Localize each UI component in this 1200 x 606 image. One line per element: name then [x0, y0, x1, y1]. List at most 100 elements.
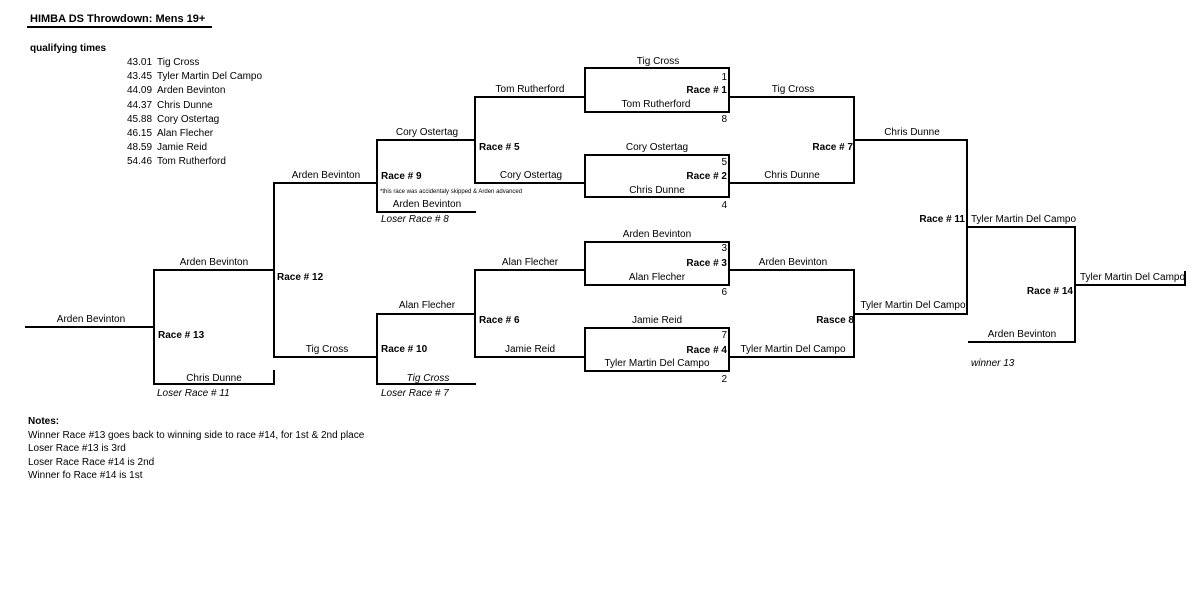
race4-bottom-line	[584, 370, 730, 372]
race12-bottom-name: Tig Cross	[305, 344, 349, 355]
page-title: HIMBA DS Throwdown: Mens 19+	[30, 13, 206, 25]
race12-out-line	[153, 269, 275, 271]
race1-seed-bottom: 8	[721, 114, 727, 125]
race10-label: Race # 10	[381, 344, 428, 355]
race10-bottom-name: Tig Cross	[406, 373, 450, 384]
race4-label: Race # 4	[686, 345, 727, 356]
race10-loser-note: Loser Race # 7	[381, 388, 449, 399]
race11-out-line	[966, 226, 1076, 228]
race11-label: Race # 11	[919, 214, 965, 225]
race9-note: *this race was accidentaly skipped & Ard…	[380, 189, 523, 195]
race4-bracket-right	[728, 327, 730, 372]
race13-bottom-name: Chris Dunne	[186, 373, 242, 384]
race6-top-line	[474, 269, 586, 271]
race13-label: Race # 13	[158, 330, 205, 341]
race9-bracket	[376, 139, 378, 213]
qualifying-time: 43.01	[127, 57, 153, 68]
qualifying-rider-name: Tig Cross	[157, 57, 200, 68]
note-line: Winner Race #13 goes back to winning sid…	[28, 429, 365, 441]
qualifying-time: 43.45	[127, 71, 153, 83]
race5-label: Race # 5	[479, 142, 520, 153]
race1-seed-top: 1	[721, 72, 727, 83]
race14-bottom-note: winner 13	[971, 358, 1015, 369]
note-line: Loser Race #13 is 3rd	[28, 443, 126, 455]
race5-top-name: Tom Rutherford	[495, 84, 565, 95]
race13-end-tick	[273, 370, 275, 385]
race7-bottom-name: Chris Dunne	[764, 170, 820, 181]
race2-out-line	[728, 182, 855, 184]
race3-bracket-right	[728, 241, 730, 286]
race13-out-line	[25, 326, 155, 328]
qualifying-heading: qualifying times	[30, 43, 107, 54]
race2-bottom-line	[584, 196, 730, 198]
race3-top-name: Arden Bevinton	[622, 229, 692, 240]
race11-bottom-name: Tyler Martin Del Campo	[860, 300, 966, 311]
race5-bottom-line	[474, 182, 586, 184]
race1-bottom-name: Tom Rutherford	[621, 99, 691, 110]
race7-out-line	[853, 139, 968, 141]
qualifying-row: 43.01 Tig Cross	[127, 56, 262, 70]
race5-top-line	[474, 96, 586, 98]
race2-top-name: Cory Ostertag	[625, 142, 689, 153]
race9-out-line	[273, 182, 378, 184]
race14-end-tick	[1184, 271, 1186, 286]
race4-top-line	[584, 327, 730, 329]
note-line: Winner fo Race #14 is 1st	[28, 470, 143, 482]
race11-top-name: Chris Dunne	[884, 127, 940, 138]
race3-bottom-line	[584, 284, 730, 286]
qualifying-time: 44.09	[127, 85, 153, 97]
race2-bracket-left	[584, 154, 586, 198]
race6-top-name: Alan Flecher	[501, 257, 559, 268]
race3-bracket-left	[584, 241, 586, 286]
race11-winner-name: Tyler Martin Del Campo	[971, 214, 1077, 225]
race2-label: Race # 2	[686, 171, 727, 182]
race4-top-name: Jamie Reid	[631, 315, 683, 326]
race7-label: Race # 7	[812, 142, 853, 153]
race14-label: Race # 14	[1026, 286, 1073, 297]
race13-bottom-line	[153, 383, 275, 385]
qualifying-time: 46.15	[127, 128, 153, 140]
title-underline	[27, 26, 212, 28]
race4-seed-top: 7	[721, 330, 727, 341]
qualifying-row: 45.88 Cory Ostertag	[127, 113, 262, 127]
qualifying-rider-name: Alan Flecher	[157, 128, 214, 140]
race2-seed-top: 5	[721, 157, 727, 168]
note-line: Loser Race Race #14 is 2nd	[28, 456, 155, 468]
race3-label: Race # 3	[686, 258, 727, 269]
race2-top-line	[584, 154, 730, 156]
race8-bottom-name: Tyler Martin Del Campo	[740, 344, 846, 355]
race4-bracket-left	[584, 327, 586, 372]
race1-bottom-line	[584, 111, 730, 113]
race10-out-line	[273, 356, 378, 358]
race6-bottom-name: Jamie Reid	[504, 344, 556, 355]
qualifying-time: 44.37	[127, 99, 153, 111]
race12-label: Race # 12	[277, 272, 324, 283]
race14-out-line	[1074, 284, 1186, 286]
race3-seed-bottom: 6	[721, 287, 727, 298]
qualifying-time: 45.88	[127, 113, 153, 125]
race1-label: Race # 1	[686, 85, 727, 96]
race9-label: Race # 9	[381, 171, 422, 182]
race6-out-line	[376, 313, 476, 315]
race1-bracket-right	[728, 67, 730, 113]
qualifying-rider-name: Cory Ostertag	[157, 113, 220, 125]
race12-top-name: Arden Bevinton	[291, 170, 361, 181]
race2-seed-bottom: 4	[721, 200, 727, 211]
race10-bottom-line	[376, 383, 476, 385]
race5-bottom-name: Cory Ostertag	[499, 170, 563, 181]
race2-bracket-right	[728, 154, 730, 198]
race3-bottom-name: Alan Flecher	[628, 272, 686, 283]
qualifying-rider-name: Arden Bevinton	[157, 85, 226, 97]
qualifying-time: 54.46	[127, 156, 153, 168]
qualifying-row: 44.09 Arden Bevinton	[127, 84, 262, 98]
race4-out-line	[728, 356, 855, 358]
race3-out-line	[728, 269, 855, 271]
race1-out-line	[728, 96, 855, 98]
race9-bottom-line	[376, 211, 476, 213]
notes-heading: Notes:	[28, 416, 60, 427]
